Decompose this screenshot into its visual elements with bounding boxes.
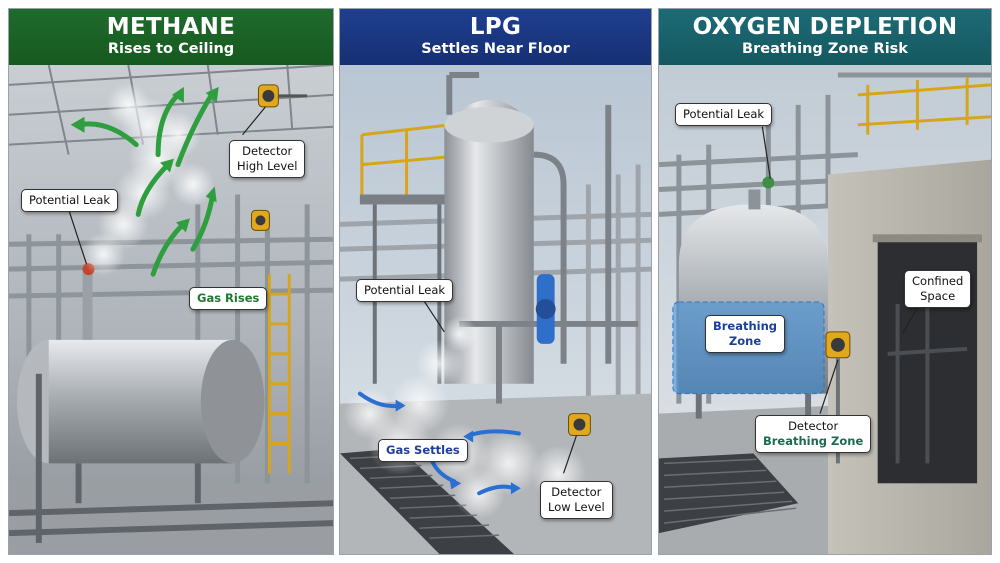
methane-subtitle: Rises to Ceiling bbox=[107, 41, 235, 57]
methane-detector-callout: Detector High Level bbox=[229, 140, 306, 178]
lpg-leak-callout: Potential Leak bbox=[356, 279, 454, 302]
lpg-detector-line2: Low Level bbox=[548, 500, 605, 514]
methane-leak-label: Potential Leak bbox=[29, 193, 111, 207]
methane-detector-line1: Detector bbox=[242, 144, 293, 158]
oxygen-leak-callout: Potential Leak bbox=[675, 103, 773, 126]
confined-space-line2: Space bbox=[920, 289, 956, 303]
methane-illustration bbox=[9, 65, 333, 554]
methane-leak-callout: Potential Leak bbox=[21, 189, 119, 212]
oxygen-detector-line2: Breathing Zone bbox=[763, 434, 864, 448]
gas-detector-icon bbox=[257, 84, 308, 108]
gas-detector-icon bbox=[568, 413, 591, 436]
methane-title: METHANE bbox=[106, 14, 236, 40]
oxygen-illustration bbox=[659, 65, 991, 554]
oxygen-subtitle: Breathing Zone Risk bbox=[742, 41, 908, 57]
confined-space-callout: Confined Space bbox=[904, 270, 972, 308]
methane-gas-callout: Gas Rises bbox=[189, 287, 268, 310]
breathing-zone-line1: Breathing bbox=[713, 319, 778, 333]
oxygen-leak-label: Potential Leak bbox=[683, 107, 765, 121]
lpg-panel: LPG Settles Near Floor bbox=[339, 8, 652, 555]
methane-detector-line2: High Level bbox=[237, 159, 298, 173]
methane-header: METHANE Rises to Ceiling bbox=[9, 9, 333, 65]
lpg-gas-label: Gas Settles bbox=[386, 443, 460, 457]
methane-panel: METHANE Rises to Ceiling bbox=[8, 8, 334, 555]
lpg-detector-callout: Detector Low Level bbox=[540, 481, 613, 519]
oxygen-detector-callout: Detector Breathing Zone bbox=[755, 415, 872, 453]
confined-space-line1: Confined bbox=[912, 274, 964, 288]
lpg-title: LPG bbox=[469, 14, 522, 40]
lpg-illustration bbox=[340, 65, 651, 554]
oxygen-scene: Potential Leak Breathing Zone Confined S… bbox=[659, 65, 991, 554]
oxygen-header: OXYGEN DEPLETION Breathing Zone Risk bbox=[659, 9, 991, 65]
oxygen-panel: OXYGEN DEPLETION Breathing Zone Risk bbox=[658, 8, 992, 555]
lpg-scene: Potential Leak Gas Settles Detector Low … bbox=[340, 65, 651, 554]
breathing-zone-line2: Zone bbox=[728, 334, 762, 348]
lpg-leak-label: Potential Leak bbox=[364, 283, 446, 297]
oxygen-title: OXYGEN DEPLETION bbox=[692, 14, 958, 40]
lpg-header: LPG Settles Near Floor bbox=[340, 9, 651, 65]
lpg-gas-callout: Gas Settles bbox=[378, 439, 468, 462]
methane-scene: Detector High Level Potential Leak Gas R… bbox=[9, 65, 333, 554]
lpg-detector-line1: Detector bbox=[551, 485, 602, 499]
methane-gas-label: Gas Rises bbox=[197, 291, 260, 305]
lpg-subtitle: Settles Near Floor bbox=[421, 41, 570, 57]
breathing-zone-callout: Breathing Zone bbox=[705, 315, 786, 353]
oxygen-detector-line1: Detector bbox=[788, 419, 839, 433]
